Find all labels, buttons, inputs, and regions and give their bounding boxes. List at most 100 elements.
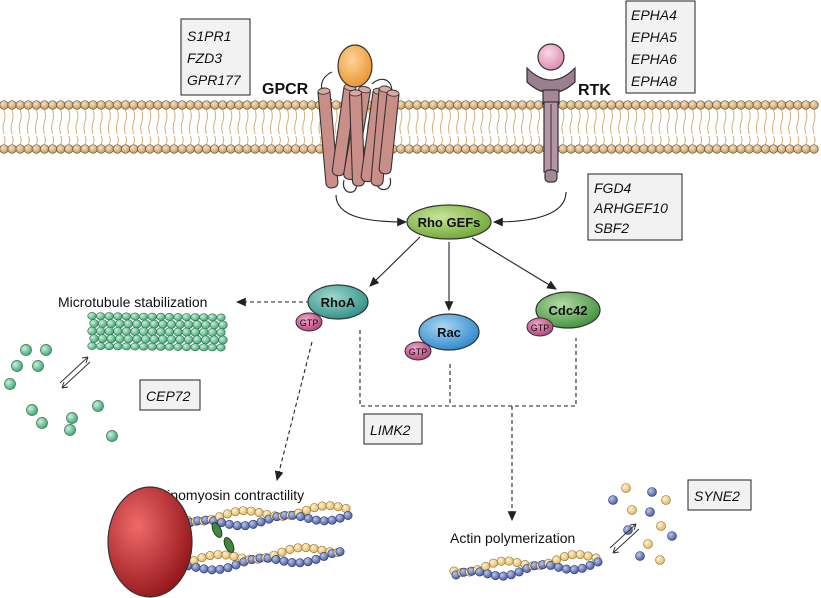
lipid-tail [423, 109, 427, 135]
lipid-tail [569, 109, 573, 135]
lipid-head [153, 100, 163, 110]
actin-monomer [279, 556, 289, 566]
lipid-head [517, 144, 528, 154]
myosin-crossbridge-2 [223, 537, 235, 553]
lipid-tail [399, 109, 403, 135]
lipid-tail [724, 135, 727, 145]
lipid-tail [222, 135, 225, 145]
lipid-tail [132, 109, 136, 135]
lipid-head [712, 144, 722, 154]
lipid-tail [700, 135, 703, 145]
tubulin-subunit [190, 343, 200, 352]
lipid-head [704, 144, 714, 154]
actin-monomer [191, 562, 201, 572]
lipid-tail [627, 135, 630, 145]
lipid-head [752, 100, 762, 110]
actin-monomer [645, 507, 655, 517]
lipid-head [809, 100, 819, 110]
lipid-tail [107, 109, 111, 135]
lipid-head [266, 144, 276, 154]
lipid-head [234, 144, 244, 154]
tubulin-dimer [40, 344, 52, 356]
lipid-head [801, 144, 811, 154]
lipid-head [461, 144, 471, 154]
lipid-head [307, 100, 317, 110]
lipid-tail [530, 135, 532, 145]
gene-s1pr1: S1PR1 [187, 28, 231, 44]
lipid-tail [634, 109, 638, 135]
tubulin-subunit [87, 326, 97, 336]
lipid-tail [512, 109, 516, 135]
lipid-tail [76, 135, 79, 145]
lipid-tail [763, 109, 767, 135]
actin-monomer [215, 564, 225, 574]
myosin-crossbridge-1 [211, 522, 223, 538]
gene-box-gef: FGD4 ARHGEF10 SBF2 [587, 173, 683, 241]
tubulin-subunit [121, 326, 131, 336]
lipid-tail [739, 109, 743, 135]
lipid-head [606, 100, 617, 110]
tubulin-subunit [139, 327, 149, 336]
lipid-tail [75, 109, 79, 135]
tubulin-subunit [121, 342, 131, 351]
lipid-tail [407, 109, 411, 135]
lipid-tail [611, 135, 613, 145]
lipid-head [226, 144, 236, 154]
tubulin-subunit [130, 312, 140, 321]
lipid-head [647, 100, 657, 110]
lipid-head [566, 100, 576, 110]
lipid-head [299, 100, 309, 110]
actin-monomer [319, 551, 329, 561]
actin-monomer [506, 570, 516, 580]
lipid-tail [35, 135, 38, 145]
rhoa-label: RhoA [321, 295, 356, 310]
tubulin-subunit [156, 327, 166, 337]
lipid-tail [448, 109, 451, 135]
actin-monomer [514, 567, 524, 577]
actin-monomer [627, 505, 637, 515]
lipid-tail [529, 109, 532, 135]
tubulin-subunit [218, 320, 228, 330]
gene-gpr177: GPR177 [187, 72, 242, 88]
lipid-tail [618, 109, 622, 135]
lipid-head [760, 144, 771, 154]
lipid-head [396, 144, 406, 154]
rhoa-node: RhoA GTP [295, 284, 369, 332]
lipid-head [282, 100, 293, 110]
lipid-tail [772, 109, 775, 135]
lipid-tail [577, 109, 581, 135]
lipid-tail [334, 109, 338, 135]
tubulin-subunit [164, 327, 174, 337]
lipid-tail [594, 135, 597, 145]
lipid-head [404, 144, 414, 154]
tubulin-subunit [184, 335, 194, 344]
lipid-head [736, 144, 746, 154]
lipid-head [679, 144, 690, 154]
tubulin-subunit [156, 312, 166, 321]
actin-monomer [621, 483, 631, 493]
tubulin-subunit [132, 334, 142, 344]
lipid-tail [740, 135, 743, 145]
lipid-tail [504, 109, 508, 135]
actin-monomer [271, 554, 281, 564]
lipid-tail [489, 135, 492, 145]
lipid-head [768, 100, 779, 110]
lipid-head [785, 100, 795, 110]
lipid-head [250, 144, 260, 154]
lipid-head [444, 100, 455, 110]
lipid-head [436, 144, 447, 154]
lipid-tail [44, 135, 46, 145]
lipid-tail [269, 109, 273, 135]
lipid-head [598, 100, 609, 110]
lipid-head [655, 100, 665, 110]
lipid-head [47, 100, 58, 110]
lipid-tail [245, 109, 249, 135]
actin-monomer [285, 544, 295, 554]
gene-box-rtk: EPHA4 EPHA5 EPHA6 EPHA8 [625, 0, 696, 94]
lipid-head [137, 144, 147, 154]
actin-monomer [554, 562, 564, 572]
lipid-tail [561, 109, 565, 135]
lipid-head [558, 144, 568, 154]
lipid-tail [172, 109, 176, 135]
lipid-head [209, 144, 220, 154]
